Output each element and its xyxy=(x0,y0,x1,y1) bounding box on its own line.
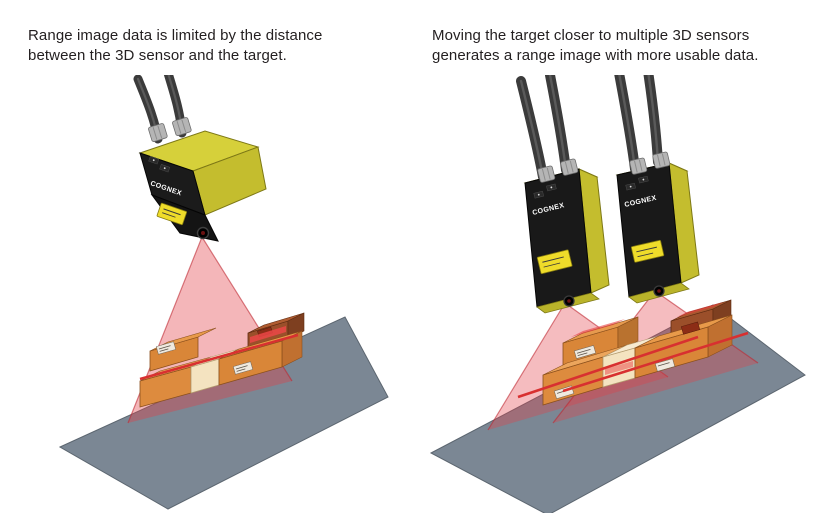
laser-glow xyxy=(250,326,286,343)
sensor-cables xyxy=(614,75,663,174)
laser-impact-line xyxy=(562,331,749,393)
cable-highlight xyxy=(618,75,637,171)
cable-highlight xyxy=(647,75,660,164)
target-boxes xyxy=(517,299,749,406)
sensor-3d-right: COGNEX xyxy=(614,75,700,304)
sensor-cables xyxy=(516,75,571,182)
laser-impact-line xyxy=(517,335,699,399)
illustration-single-sensor: COGNEX xyxy=(58,75,389,510)
sensor-3d: COGNEX xyxy=(133,75,267,242)
laser-lens-core xyxy=(201,231,205,235)
vent-icon xyxy=(625,175,649,191)
sensor-3d-left: COGNEX xyxy=(516,75,610,314)
laser-glow xyxy=(571,319,625,337)
caption-multi-sensor: Moving the target closer to multiple 3D … xyxy=(432,27,759,64)
warning-label xyxy=(536,249,573,275)
cable-connector xyxy=(652,151,671,169)
caption-single-sensor: Range image data is limited by the dista… xyxy=(28,27,323,64)
shipping-label xyxy=(232,361,254,375)
cable-connector xyxy=(560,158,579,176)
laser-fan-edge xyxy=(487,302,566,431)
vent-icon xyxy=(533,183,557,199)
cable-highlight xyxy=(519,79,545,179)
laser-impact-line xyxy=(139,333,299,381)
laser-glow xyxy=(677,302,723,317)
laser-lens-core xyxy=(657,289,661,293)
cable-connector xyxy=(148,123,168,142)
cable-highlight xyxy=(548,75,568,172)
shipping-label xyxy=(155,341,177,355)
cable-connector xyxy=(537,165,556,183)
warning-label xyxy=(630,239,665,263)
cable-connector xyxy=(629,157,648,175)
shipping-label xyxy=(573,345,597,359)
illustration-dual-sensor: COGNEX xyxy=(429,75,806,513)
sensor-front-face xyxy=(524,168,592,308)
shipping-label xyxy=(654,358,676,372)
vent-icon xyxy=(148,156,171,173)
laser-glow xyxy=(605,361,633,375)
laser-lens-core xyxy=(567,299,571,303)
shipping-label-dark xyxy=(680,321,701,335)
target-boxes xyxy=(139,312,305,408)
cable-connector xyxy=(172,117,192,136)
warning-label xyxy=(156,202,188,226)
sensor-front-face xyxy=(616,162,682,298)
